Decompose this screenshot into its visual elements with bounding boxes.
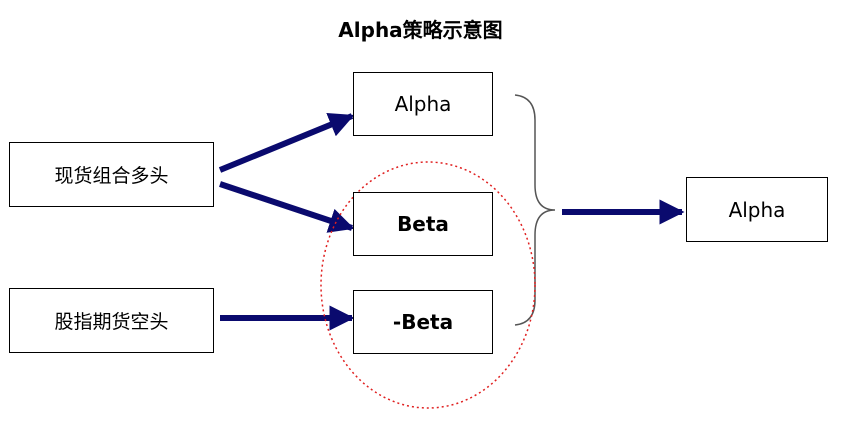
node-result-alpha: Alpha xyxy=(686,177,828,242)
beta-cancel-ellipse xyxy=(320,161,536,409)
arrow-spot-to-alpha xyxy=(218,112,355,173)
node-alpha: Alpha xyxy=(353,72,493,136)
node-futures-short: 股指期货空头 xyxy=(9,288,214,353)
arrow-spot-to-beta xyxy=(219,181,355,233)
grouping-brace xyxy=(514,94,556,326)
diagram-title: Alpha策略示意图 xyxy=(338,18,503,42)
node-spot-long: 现货组合多头 xyxy=(9,142,214,207)
node-beta: Beta xyxy=(353,192,493,256)
node-neg-beta: -Beta xyxy=(353,290,493,354)
